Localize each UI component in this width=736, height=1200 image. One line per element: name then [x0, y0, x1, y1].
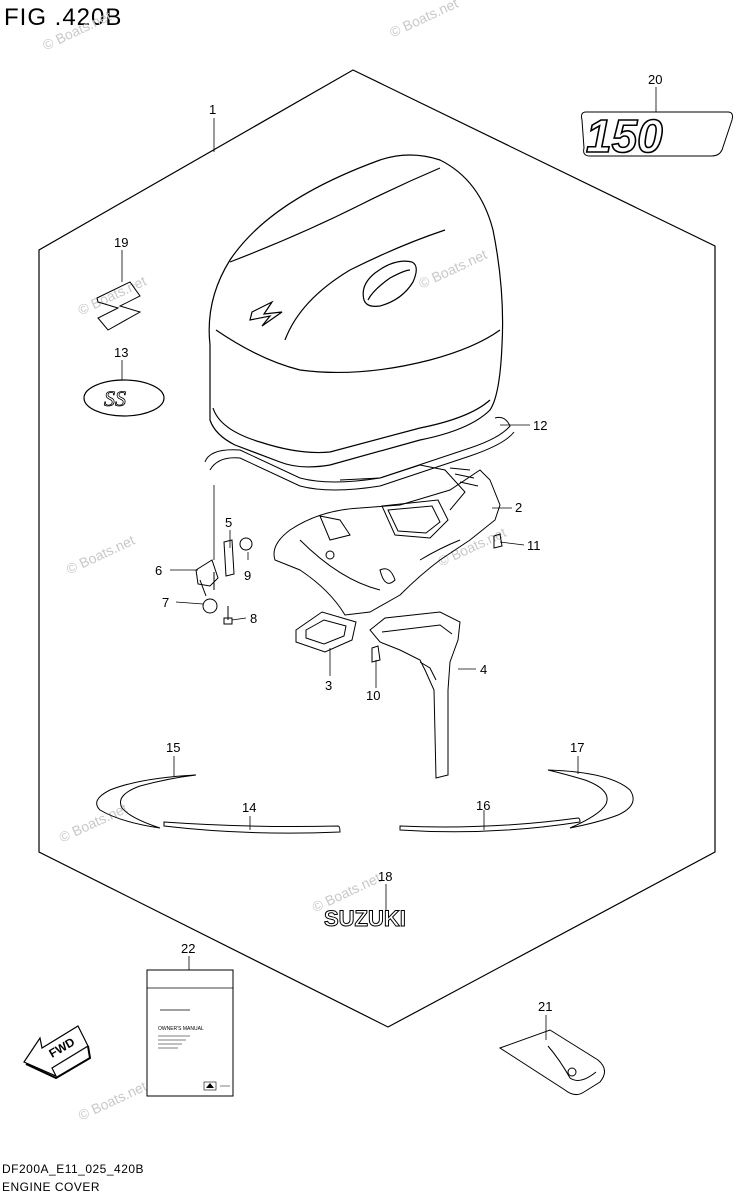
callout-21: 21 [538, 999, 552, 1014]
tool-pouch [498, 1029, 605, 1096]
watermark-text: © Boats.net [56, 800, 129, 846]
model-code: DF200A_E11_025_420B [2, 1162, 145, 1176]
mounting-bracket [369, 611, 461, 779]
ss-emblem-text: SS [104, 386, 126, 411]
callout-16: 16 [476, 798, 490, 813]
callout-12: 12 [533, 418, 547, 433]
suzuki-name-decal: SUZUKI [324, 906, 407, 932]
callout-5: 5 [225, 515, 232, 530]
manual-title: OWNER'S MANUAL [158, 1026, 204, 1032]
callout-15: 15 [166, 740, 180, 755]
fasteners [195, 533, 503, 663]
callout-18: 18 [378, 869, 392, 884]
screw-head [239, 537, 253, 551]
callout-8: 8 [250, 611, 257, 626]
bolt [493, 533, 503, 549]
callout-7: 7 [162, 595, 169, 610]
fwd-arrow: FWD [23, 1025, 92, 1080]
plate [223, 539, 235, 577]
figure-title: FIG .420B [4, 4, 123, 31]
hook-bracket [195, 559, 219, 587]
side-stripe-decals [96, 769, 634, 834]
callout-6: 6 [155, 563, 162, 578]
model-number-text: 150 [586, 110, 663, 162]
callout-11: 11 [527, 538, 541, 553]
callout-3: 3 [325, 678, 332, 693]
owners-manual: OWNER'S MANUAL [146, 969, 234, 1097]
callout-1: 1 [209, 102, 216, 117]
section-name: ENGINE COVER [2, 1180, 101, 1194]
screw [371, 645, 381, 663]
watermark-text: © Boats.net [64, 532, 137, 578]
callout-22: 22 [181, 941, 195, 956]
callout-10: 10 [366, 688, 380, 703]
callout-20: 20 [648, 72, 662, 87]
callout-14: 14 [242, 800, 256, 815]
callout-2: 2 [515, 500, 522, 515]
leader-lines [121, 87, 657, 1040]
model-number-decal: 150 [581, 109, 733, 163]
suzuki-name-text: SUZUKI [324, 906, 406, 931]
watermark-text: © Boats.net [76, 1078, 149, 1124]
assembly-boundary [38, 69, 716, 1028]
callout-17: 17 [570, 740, 584, 755]
callout-4: 4 [480, 662, 487, 677]
callout-labels: 1 2 3 4 5 6 7 8 9 10 11 12 13 14 15 16 1… [114, 72, 662, 1014]
watermark-text: © Boats.net [40, 8, 113, 54]
engine-cover-top [208, 154, 504, 468]
watermark-text: © Boats.net [416, 246, 489, 292]
callout-19: 19 [114, 235, 128, 250]
watermark-text: © Boats.net [387, 0, 460, 40]
watermarks: © Boats.net © Boats.net © Boats.net © Bo… [40, 0, 509, 1124]
under-cover [273, 464, 501, 616]
callout-9: 9 [244, 568, 251, 583]
ss-emblem: SS [83, 379, 165, 417]
bolt [223, 606, 233, 625]
suzuki-s-emblem [96, 281, 142, 331]
callout-13: 13 [114, 345, 128, 360]
clip [202, 598, 218, 614]
grommet [295, 611, 357, 653]
